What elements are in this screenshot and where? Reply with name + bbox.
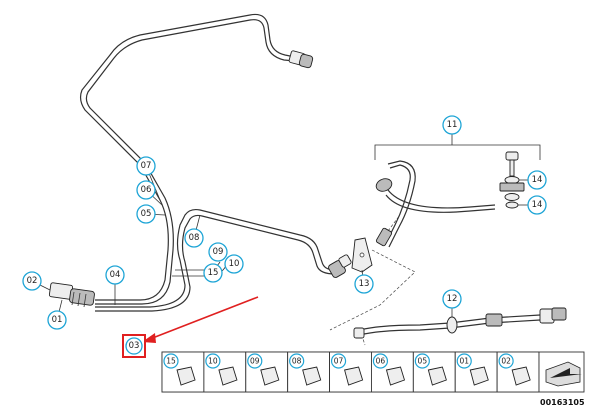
legend-cell-05: 05 <box>412 351 456 393</box>
legend-part-05 <box>427 366 447 386</box>
legend-label: 06 <box>376 357 386 366</box>
svg-text:13: 13 <box>359 279 370 289</box>
left-hose-fitting <box>48 282 95 308</box>
legend-label: 10 <box>208 357 218 366</box>
legend-cell-15: 15 <box>161 351 205 393</box>
svg-text:05: 05 <box>141 209 152 219</box>
legend-part-08 <box>302 366 322 386</box>
svg-text:15: 15 <box>208 268 219 278</box>
callout-06: 06 <box>136 180 156 200</box>
legend-label: 02 <box>501 357 511 366</box>
highlight-arrow <box>142 296 259 343</box>
callout-04: 04 <box>105 265 125 285</box>
svg-text:02: 02 <box>27 276 38 286</box>
svg-text:09: 09 <box>213 247 224 257</box>
parts-legend: 15 10 09 08 07 06 05 01 02 <box>161 351 540 393</box>
mid-fitting <box>328 254 352 278</box>
callout-09: 09 <box>208 242 228 262</box>
legend-label: 07 <box>334 357 344 366</box>
legend-cell-09: 09 <box>245 351 289 393</box>
brake-line-main <box>79 13 296 305</box>
svg-text:14: 14 <box>532 200 543 210</box>
callout-14b: 14 <box>527 195 547 215</box>
legend-part-02 <box>511 366 531 386</box>
legend-part-06 <box>385 366 406 386</box>
callout-14a: 14 <box>527 170 547 190</box>
callout-05: 05 <box>136 204 156 224</box>
hose-upper-right <box>375 160 496 248</box>
legend-cell-08: 08 <box>287 351 331 393</box>
legend-cell-02: 02 <box>496 351 540 393</box>
legend-label: 15 <box>166 357 176 366</box>
callout-11: 11 <box>442 115 462 135</box>
callout-07: 07 <box>136 156 156 176</box>
svg-text:10: 10 <box>229 259 240 269</box>
legend-cell-07: 07 <box>329 351 372 393</box>
svg-text:08: 08 <box>189 233 200 243</box>
legend-part-07 <box>344 366 364 386</box>
document-number: 00163105 <box>540 398 585 407</box>
callout-01: 01 <box>47 310 67 330</box>
legend-part-01 <box>469 366 489 386</box>
callout-02: 02 <box>22 271 42 291</box>
callout-10: 10 <box>224 254 244 274</box>
legend-label: 01 <box>459 357 469 366</box>
callout-15: 15 <box>203 263 223 283</box>
callout-08: 08 <box>184 228 204 248</box>
svg-text:12: 12 <box>447 294 458 304</box>
svg-text:03: 03 <box>129 341 140 351</box>
bracket-13 <box>351 237 373 273</box>
bolt-and-washers <box>499 151 530 209</box>
legend-part-09 <box>260 366 280 386</box>
legend-cell-06: 06 <box>370 351 414 393</box>
hose-lower-right <box>353 307 567 339</box>
arrow-icon-cell <box>538 351 585 393</box>
legend-part-10 <box>218 366 238 386</box>
svg-text:04: 04 <box>110 270 121 280</box>
legend-cell-01: 01 <box>454 351 498 393</box>
callout-12: 12 <box>442 289 462 309</box>
legend-label: 05 <box>418 357 428 366</box>
top-fitting <box>288 50 314 69</box>
legend-part-15 <box>176 366 196 386</box>
legend-label: 08 <box>292 357 302 366</box>
callout-03-highlight: 03 <box>122 334 146 358</box>
svg-text:06: 06 <box>141 185 152 195</box>
svg-text:07: 07 <box>141 161 152 171</box>
legend-cell-10: 10 <box>203 351 247 393</box>
svg-text:14: 14 <box>532 175 543 185</box>
callout-13: 13 <box>354 274 374 294</box>
svg-text:01: 01 <box>52 315 63 325</box>
svg-text:11: 11 <box>447 120 458 130</box>
legend-label: 09 <box>250 357 260 366</box>
